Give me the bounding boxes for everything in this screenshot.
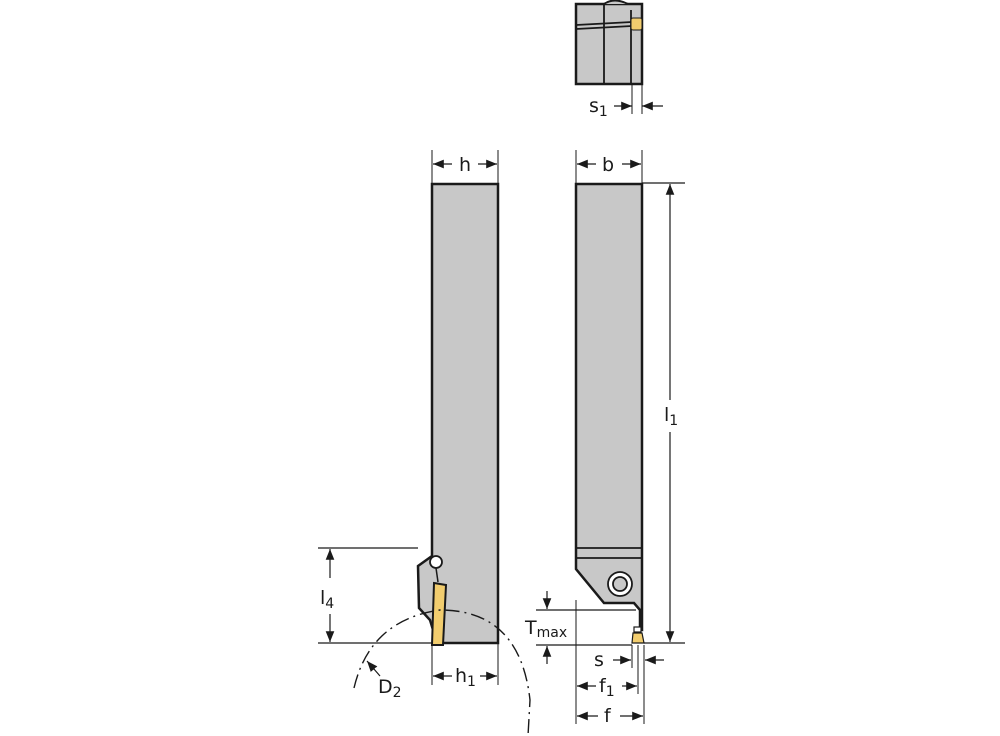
d2-circle [353,609,531,736]
insert-front-icon [631,632,645,644]
l1-label: l1 [664,404,678,429]
f1-label: f1 [599,675,615,700]
d2-label: D2 [378,676,402,701]
f-label: f [604,705,612,727]
b-label: b [602,154,614,176]
top-view: s1 [574,0,663,120]
s1-label: s1 [589,95,608,120]
tmax-label: Tmax [524,617,567,641]
side-view: h l4 D2 h1 [318,150,531,736]
s-label: s [594,649,604,671]
insert-top-icon [630,17,643,31]
insert-side-icon [430,581,448,646]
h-label: h [459,154,471,176]
front-view: b l1 Tmax s f1 [524,150,685,727]
l4-label: l4 [320,587,334,612]
h1-label: h1 [455,665,476,690]
